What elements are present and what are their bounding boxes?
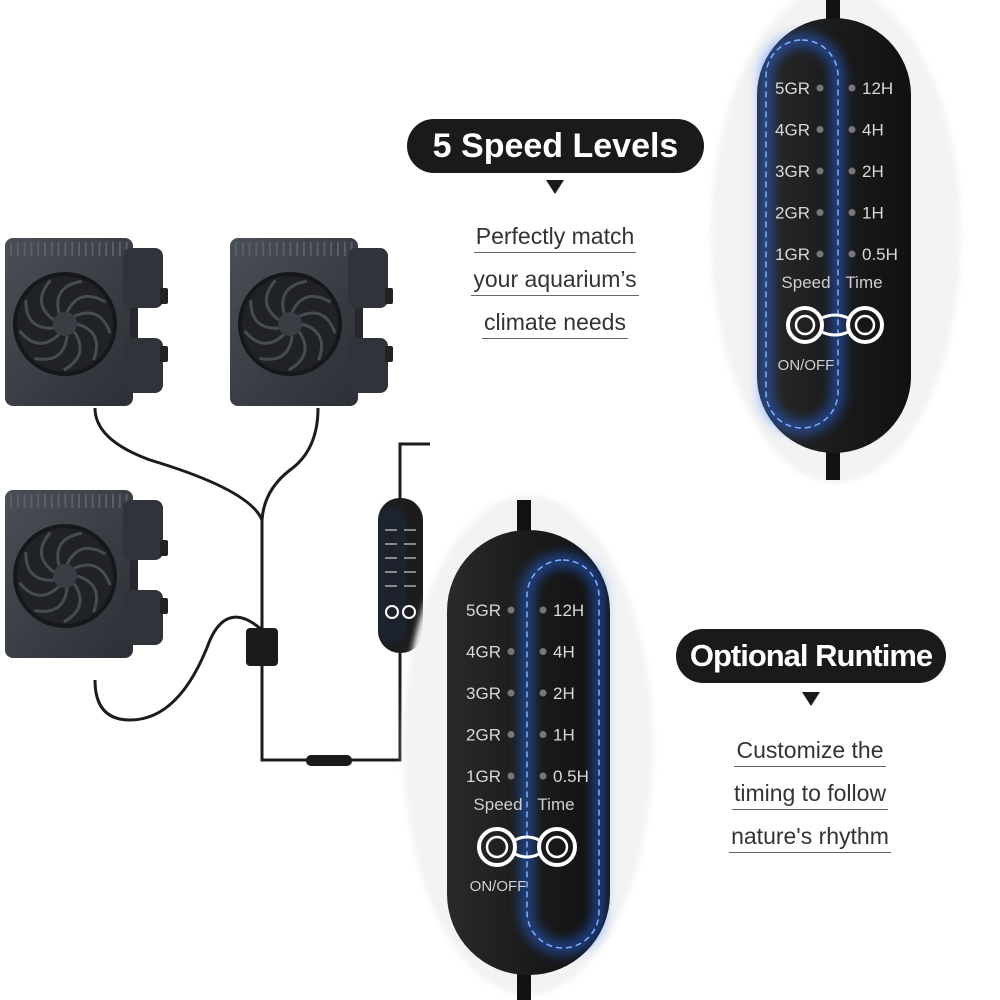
cooling-fan (230, 238, 393, 406)
description-line: your aquarium’s (471, 265, 639, 296)
fan-units (5, 238, 393, 658)
speed-level-label: 1GR (466, 767, 501, 786)
cooling-fan (5, 490, 168, 658)
speed-level-label: 5GR (466, 601, 501, 620)
speed-level-label: 1GR (775, 245, 810, 264)
description-line: nature's rhythm (729, 822, 891, 853)
time-option-label: 2H (553, 684, 575, 703)
description-line: Perfectly match (473, 222, 637, 253)
power-label: ON/OFF (470, 878, 527, 895)
time-indicator-led (848, 84, 856, 92)
cable-splitter (246, 628, 278, 666)
pointer-triangle (802, 692, 820, 706)
time-label: Time (845, 273, 882, 292)
optional-runtime-description: Customize the timing to follow nature's … (700, 736, 920, 865)
speed-levels-description: Perfectly match your aquarium’s climate … (440, 222, 670, 351)
controller-large-bottom: 5GR 4GR 3GR 2GR 1GR 12H 4H 2H 1H 0.5H Speed Time… (403, 495, 653, 1000)
time-indicator-led (848, 126, 856, 134)
inline-connector (306, 755, 352, 766)
optional-runtime-badge: Optional Runtime (676, 629, 946, 683)
speed-indicator-led (507, 606, 515, 614)
time-indicator-led (539, 648, 547, 656)
time-option-label: 4H (553, 643, 575, 662)
pointer-triangle (546, 180, 564, 194)
speed-indicator-led (507, 648, 515, 656)
time-option-label: 1H (553, 726, 575, 745)
time-option-label: 1H (862, 204, 884, 223)
speed-indicator-led (507, 731, 515, 739)
controller-large-top: 5GR 4GR 3GR 2GR 1GR 12H 4H 2H 1H 0.5H Speed Time… (711, 0, 961, 483)
speed-indicator-led (507, 689, 515, 697)
speed-level-label: 4GR (775, 121, 810, 140)
time-option-label: 2H (862, 162, 884, 181)
description-line: timing to follow (731, 779, 889, 810)
speed-indicator-led (816, 209, 824, 217)
speed-level-label: 2GR (775, 204, 810, 223)
speed-indicator-led (816, 250, 824, 258)
speed-level-label: 4GR (466, 643, 501, 662)
time-option-label: 0.5H (553, 767, 589, 786)
time-indicator-led (539, 606, 547, 614)
time-indicator-led (848, 167, 856, 175)
speed-indicator-led (816, 126, 824, 134)
speed-level-label: 3GR (775, 162, 810, 181)
controller-small (378, 498, 423, 653)
power-button[interactable] (786, 306, 824, 344)
power-label: ON/OFF (778, 357, 835, 374)
speed-label: Speed (473, 795, 522, 814)
time-option-label: 12H (862, 79, 893, 98)
time-button[interactable] (846, 306, 884, 344)
speed-indicator-led (816, 84, 824, 92)
speed-label: Speed (781, 273, 830, 292)
time-option-label: 4H (862, 121, 884, 140)
description-line: Customize the (734, 736, 886, 767)
speed-level-label: 5GR (775, 79, 810, 98)
time-option-label: 0.5H (862, 245, 898, 264)
cooling-fan (5, 238, 168, 406)
speed-level-label: 2GR (466, 726, 501, 745)
speed-indicator-led (507, 772, 515, 780)
power-button[interactable] (477, 827, 517, 867)
speed-indicator-led (816, 167, 824, 175)
time-indicator-led (539, 731, 547, 739)
speed-levels-badge: 5 Speed Levels (407, 119, 704, 173)
time-option-label: 12H (553, 601, 584, 620)
description-line: climate needs (482, 308, 628, 339)
time-indicator-led (539, 772, 547, 780)
time-label: Time (537, 795, 574, 814)
time-indicator-led (539, 689, 547, 697)
time-button[interactable] (537, 827, 577, 867)
time-indicator-led (848, 209, 856, 217)
speed-level-label: 3GR (466, 684, 501, 703)
time-indicator-led (848, 250, 856, 258)
